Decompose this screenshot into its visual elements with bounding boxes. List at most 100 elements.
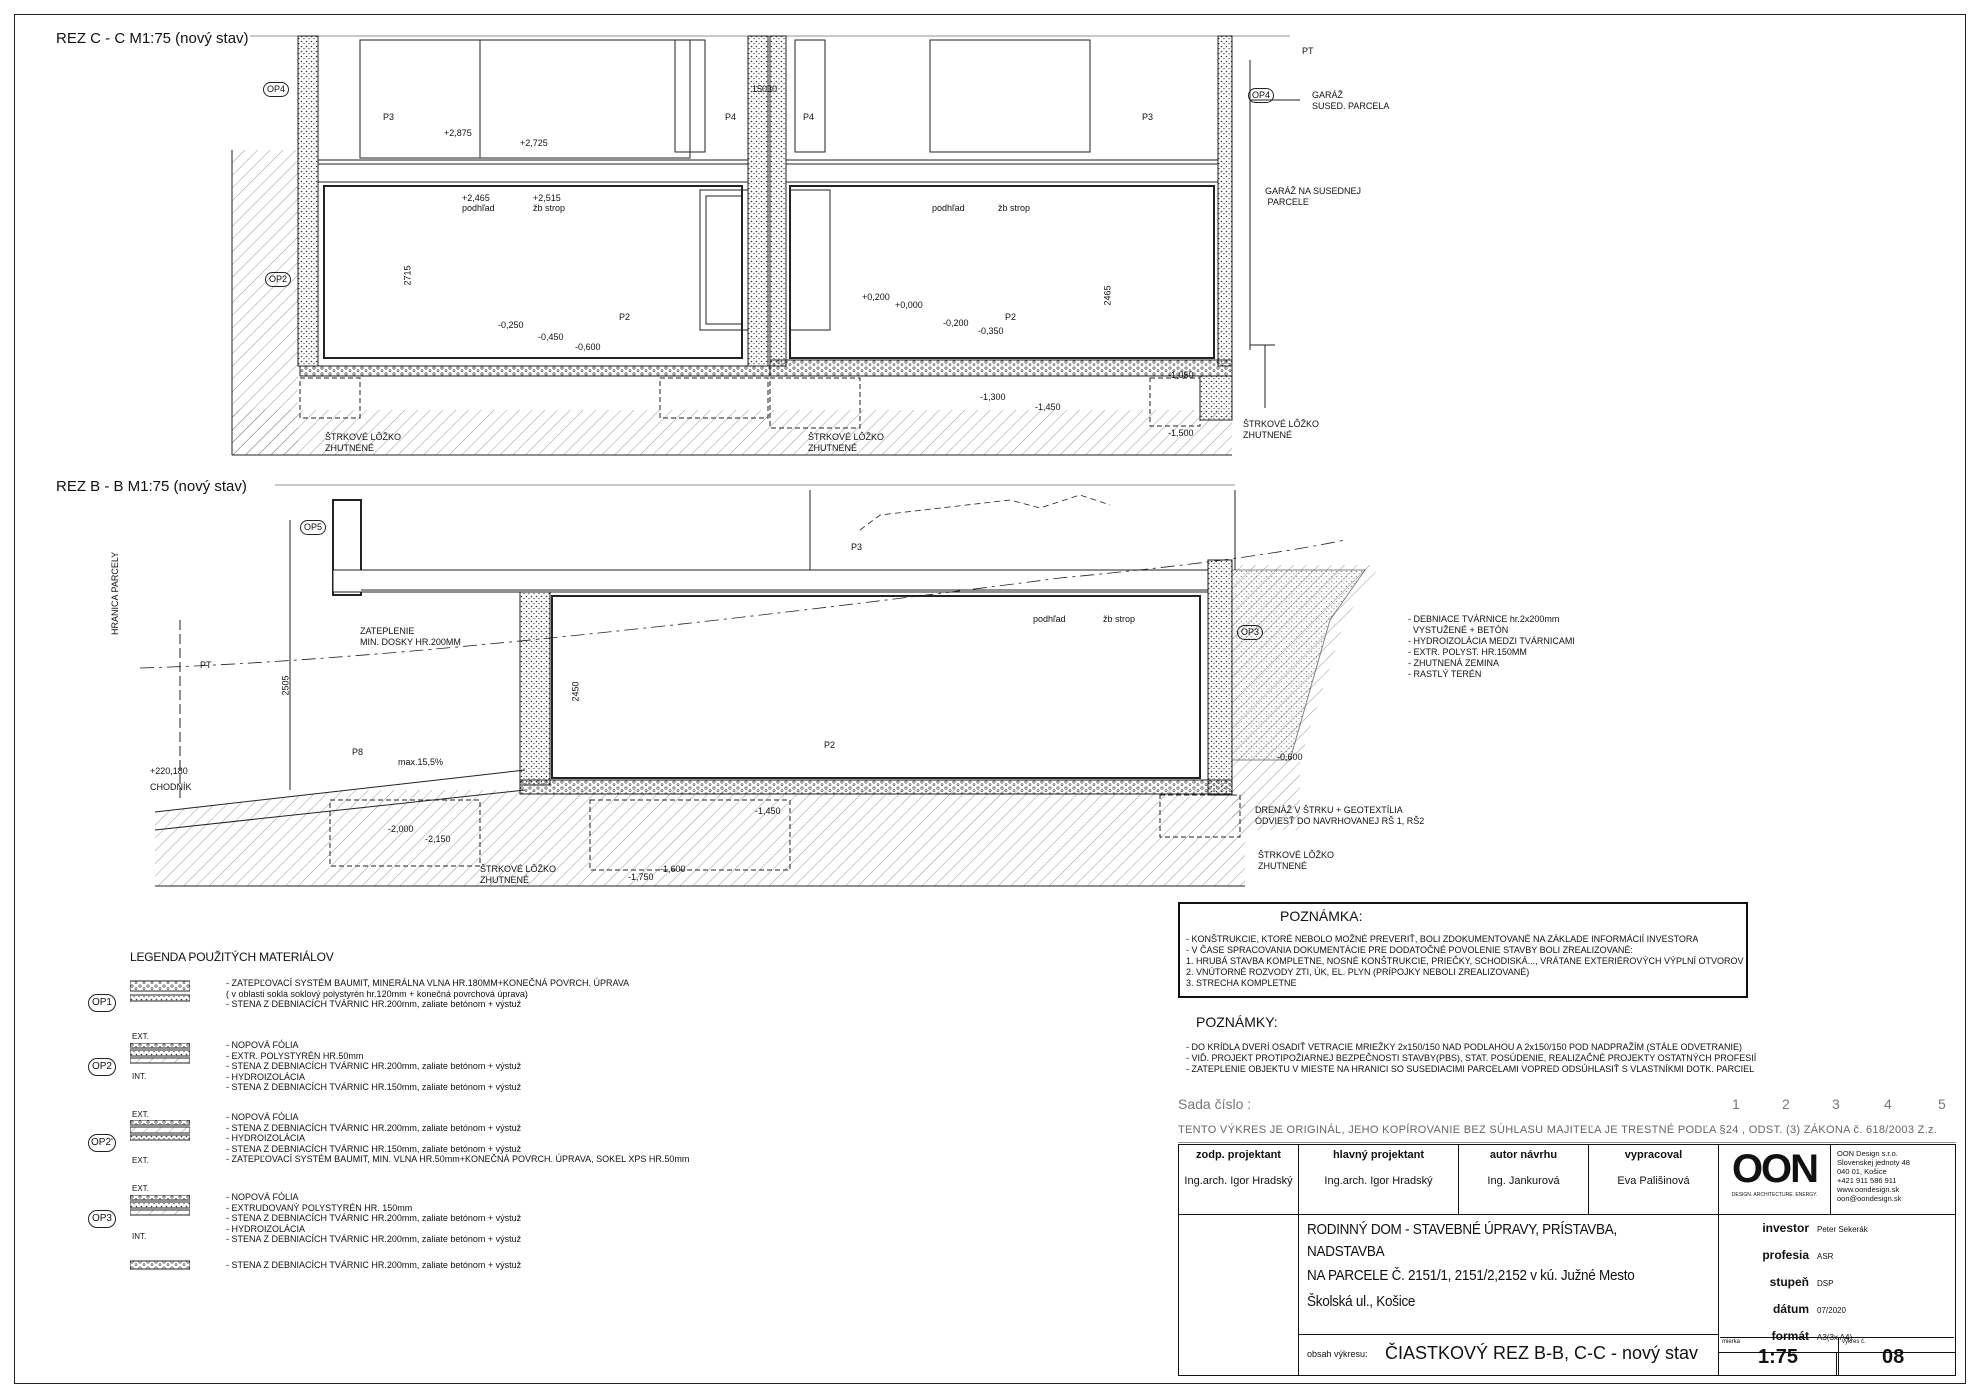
gravel-bed-label-1: ŠTRKOVÉ LÔŽKO ZHUTNENÉ [325,432,402,453]
ext-label: EXT. [132,1156,149,1165]
dim-label: -1,500 [1168,428,1194,438]
int-label: INT. [132,1232,147,1241]
role-cell: autor návrhu Ing. Jankurová [1459,1145,1589,1215]
scale-value: 1:75 [1758,1346,1799,1368]
material-swatch [130,1195,190,1216]
dim-label: -1,600 [660,864,686,874]
legend-lines: - STENA Z DEBNIACÍCH TVÁRNIC HR.200mm, z… [226,1260,522,1270]
legend-lines: - ZATEPĽOVACÍ SYSTÉM BAUMIT, MINERÁLNA V… [226,978,630,1009]
dim-label: -1,450 [1035,402,1061,412]
pt-label-cc: PT [1302,46,1314,56]
scale-label: mierka [1722,1339,1741,1345]
insulation-label: ZATEPLENIE MIN. DOSKY HR.200MM [360,626,461,647]
p4-marker-left: P4 [725,112,737,122]
dim-label: +2,515 [533,193,561,203]
legend-item-op1: OP1 - ZATEPĽOVACÍ SYSTÉM BAUMIT, MINERÁL… [88,978,770,1038]
ext-label: EXT. [132,1184,149,1193]
dim-label: -1,450 [755,806,781,816]
podhlad-label-2: podhľad [932,203,965,213]
content-label: obsah výkresu: [1307,1349,1368,1359]
p3-marker-left: P3 [383,112,395,122]
p2-marker-cc-left: P2 [619,312,631,322]
dim-label: -1,050 [1168,370,1194,380]
p2-marker-bb: P2 [824,740,836,750]
ext-label: EXT. [132,1032,149,1041]
plot-boundary-label: HRANICA PARCELY [110,551,120,635]
set-number: 2 [1782,1096,1790,1112]
dim-label: 15030 [752,84,778,94]
note-title: POZNÁMKA: [1280,908,1363,924]
p4-marker-right: P4 [803,112,815,122]
legend-tag: OP3 [88,1210,116,1228]
role-cell: hlavný projektant Ing.arch. Igor Hradský [1299,1145,1459,1215]
info-key: formát [1771,1329,1809,1343]
info-rows: investor Peter Sekerák profesia ASR stup… [1719,1215,1955,1353]
dim-label: +0,200 [862,292,890,302]
set-number: 1 [1732,1096,1740,1112]
dim-label: -0,200 [943,318,969,328]
sheet-frame [14,14,1966,1384]
op4-tag-right: OP4 [1248,88,1275,103]
dim-label: -0,350 [978,326,1004,336]
legend-lines: - NOPOVÁ FÓLIA- EXTR. POLYSTYRÉN HR.50mm… [226,1040,522,1092]
title-block: zodp. projektant Ing.arch. Igor Hradský … [1178,1144,1956,1376]
legend-item-op2b: EXT. OP2' EXT. - NOPOVÁ FÓLIA- STENA Z D… [88,1108,770,1168]
legend-item-op2: EXT. OP2 INT. - NOPOVÁ FÓLIA- EXTR. POLY… [88,1032,770,1092]
scale-cell [1719,1353,1837,1375]
material-swatch [130,1120,190,1141]
drawing-content: obsah výkresu: ČIASTKOVÝ REZ B-B, C-C - … [1299,1335,1719,1375]
p3-marker-bb: P3 [851,542,863,552]
set-number: 3 [1832,1096,1840,1112]
sheet-box: výkres č. 08 [1838,1337,1954,1376]
gravel-bed-label-4: ŠTRKOVÉ LÔŽKO ZHUTNENÉ [480,864,557,885]
int-label: INT. [132,1072,147,1081]
notes-title: POZNÁMKY: [1196,1014,1278,1030]
company-logo: OON DESIGN. ARCHITECTURE. ENERGY. [1719,1145,1831,1215]
note-lines: - KONŠTRUKCIE, KTORÉ NEBOLO MOŽNÉ PREVER… [1186,934,1744,988]
zbstrop-label-2: žb strop [998,203,1031,213]
set-number: 4 [1884,1096,1892,1112]
op2-tag: OP2 [265,272,292,287]
info-key: stupeň [1769,1275,1809,1289]
garage-adjacent-label: GARÁŽ NA SUSEDNEJ PARCELE [1265,186,1362,207]
dim-label: -0,600 [1277,752,1303,762]
legend-lines: - NOPOVÁ FÓLIA- STENA Z DEBNIACÍCH TVÁRN… [226,1112,690,1164]
legend-tag: OP2' [88,1134,116,1152]
dim-label: +2,875 [444,128,472,138]
dim-label: -0,450 [538,332,564,342]
info-key: investor [1762,1221,1809,1235]
p8-marker: P8 [352,747,364,757]
info-value: ASR [1817,1252,1834,1261]
material-swatch [130,1260,190,1270]
op4-tag-left: OP4 [263,82,290,97]
podhlad-label-3: podhľad [1033,614,1066,624]
set-number-row: Sada číslo : 1 2 3 4 5 [1178,1096,1956,1112]
dim-label: -0,250 [498,320,524,330]
legend-tag: OP2 [88,1058,116,1076]
sheet-value: 08 [1882,1346,1905,1368]
op5-tag: OP5 [300,520,327,535]
ext-label: EXT. [132,1110,149,1119]
drainage-label: DRENÁŽ V ŠTRKU + GEOTEXTÍLIA ODVIESŤ DO … [1255,805,1425,826]
material-swatch [130,1043,190,1064]
project-title: RODINNÝ DOM - STAVEBNÉ ÚPRAVY, PRÍSTAVBA… [1299,1215,1719,1335]
legend-title: LEGENDA POUŽITÝCH MATERIÁLOV [130,950,334,964]
op3-tag: OP3 [1237,625,1264,640]
pt-label-bb: PT [200,660,212,670]
garage-neighbor-label: GARÁŽ SUSED. PARCELA [1312,90,1390,111]
zbstrop-label-3: žb strop [1103,614,1136,624]
note-box: POZNÁMKA: - KONŠTRUKCIE, KTORÉ NEBOLO MO… [1178,902,1748,998]
material-swatch [130,980,190,1002]
p2-marker-cc-right: P2 [1005,312,1017,322]
legend-item-wall: - STENA Z DEBNIACÍCH TVÁRNIC HR.200mm, z… [130,1260,770,1320]
dim-label: -2,150 [425,834,451,844]
wall-layers-label: - DEBNIACE TVÁRNICE hr.2x200mm VYSTUŽENÉ… [1408,614,1575,679]
info-key: profesia [1762,1248,1809,1262]
section-cc-title: REZ C - C M1:75 (nový stav) [56,30,249,47]
gravel-bed-label-2: ŠTRKOVÉ LÔŽKO ZHUTNENÉ [808,432,885,453]
dim-label: 2715 [402,265,413,286]
podhlad-label-1: podhľad [462,203,495,213]
legend-lines: - NOPOVÁ FÓLIA- EXTRUDOVANÝ POLYSTYRÉN H… [226,1192,522,1244]
